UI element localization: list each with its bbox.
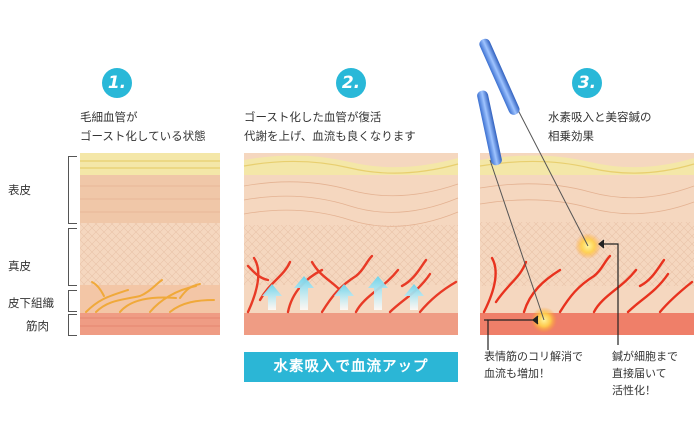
muscle-label: 筋肉 [26, 319, 49, 333]
step-1-caption: 毛細血管が ゴースト化している状態 [80, 110, 206, 143]
epidermis-label: 表皮 [8, 183, 31, 197]
panel-1-skin [80, 153, 220, 335]
panel-3-skin [479, 153, 695, 335]
dermis-bracket [68, 228, 77, 286]
dermis-label: 真皮 [8, 259, 31, 273]
step-1-badge: 1. [102, 68, 132, 98]
step-3-badge: 3. [572, 68, 602, 98]
muscle-note: 表情筋のコリ解消で 血流も増加！ [484, 350, 583, 380]
panel-2-skin [243, 153, 459, 335]
acupuncture-needles [477, 38, 589, 321]
hydrogen-banner: 水素吸入で血流アップ [244, 352, 458, 382]
subcutaneous-bracket [68, 290, 77, 312]
callout-pointers [484, 239, 619, 350]
subcutaneous-label: 皮下組織 [8, 296, 54, 310]
blood-flow-arrows [262, 276, 424, 310]
active-capillaries-3 [482, 254, 694, 314]
step-3-caption: 水素吸入と美容鍼の 相乗効果 [548, 110, 652, 143]
needle-note: 鍼が細胞まで 直接届いて 活性化！ [612, 350, 678, 397]
step-2-badge: 2. [336, 68, 366, 98]
epidermis-bracket [68, 156, 77, 224]
muscle-bracket [68, 314, 77, 336]
ghost-capillaries [85, 279, 215, 313]
step-2-caption: ゴースト化した血管が復活 代謝を上げ、血流も良くなります [244, 110, 416, 143]
